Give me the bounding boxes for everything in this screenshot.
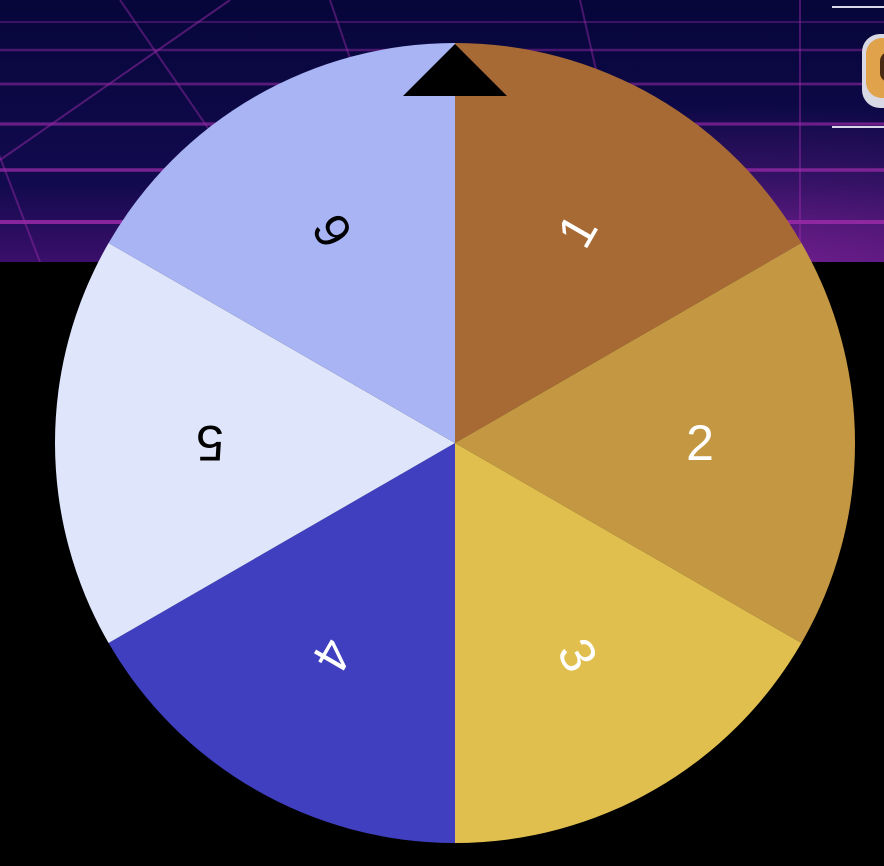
wheel-segments[interactable] — [54, 43, 855, 843]
wheel-segment-2[interactable] — [455, 243, 855, 643]
triangle-pointer-icon — [403, 44, 507, 96]
wheel-segment-5[interactable] — [54, 243, 456, 643]
grid-perspective-line — [0, 0, 231, 161]
player-avatar-widget[interactable] — [832, 6, 884, 128]
wheel-segment-1[interactable] — [455, 43, 802, 443]
wheel-label-5: 5 — [196, 415, 224, 471]
user-avatar-icon[interactable] — [862, 34, 884, 108]
wheel-segment-6[interactable] — [108, 43, 455, 443]
grid-perspective-line — [0, 154, 41, 262]
avatar-hair — [880, 52, 884, 82]
wheel-segment-4[interactable] — [108, 443, 455, 843]
wheel-segment-3[interactable] — [455, 443, 802, 843]
avatar-face — [866, 38, 884, 98]
wheel-label-2: 2 — [686, 415, 714, 471]
